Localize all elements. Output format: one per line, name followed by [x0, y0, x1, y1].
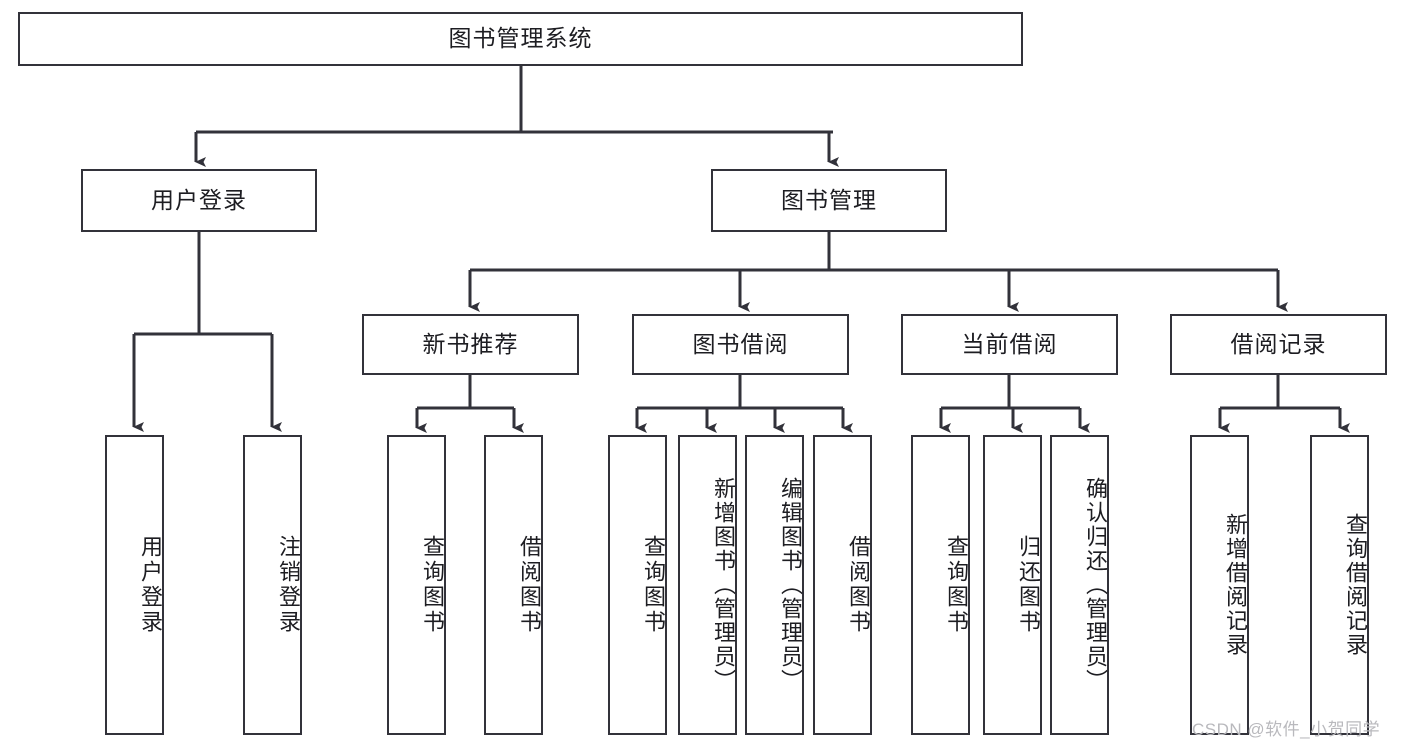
leaf-user-logout[interactable]: 注销登录	[243, 435, 302, 735]
node-user-login-label: 用户登录	[151, 186, 247, 213]
leaf-query-book-borrow-label: 查询图书	[641, 535, 666, 635]
node-book-borrow[interactable]: 图书借阅	[632, 314, 849, 375]
leaf-query-borrow-record-label: 查询借阅记录	[1343, 513, 1368, 657]
leaf-query-book-recommend[interactable]: 查询图书	[387, 435, 446, 735]
leaf-query-book-recommend-label: 查询图书	[420, 535, 445, 635]
leaf-edit-book-admin-label: 编辑图书（管理员）	[778, 477, 803, 693]
node-current-borrow[interactable]: 当前借阅	[901, 314, 1118, 375]
leaf-borrow-book-recommend-label: 借阅图书	[517, 535, 542, 635]
leaf-return-book[interactable]: 归还图书	[983, 435, 1042, 735]
node-new-book-recommend[interactable]: 新书推荐	[362, 314, 579, 375]
leaf-borrow-book[interactable]: 借阅图书	[813, 435, 872, 735]
leaf-user-logout-label: 注销登录	[276, 535, 301, 635]
leaf-confirm-return-admin-label: 确认归还（管理员）	[1083, 477, 1108, 693]
node-root-label: 图书管理系统	[448, 25, 593, 52]
leaf-add-borrow-record[interactable]: 新增借阅记录	[1190, 435, 1249, 735]
node-borrow-record[interactable]: 借阅记录	[1170, 314, 1387, 375]
node-current-borrow-label: 当前借阅	[961, 330, 1058, 357]
leaf-query-book-current-label: 查询图书	[944, 535, 969, 635]
leaf-borrow-book-recommend[interactable]: 借阅图书	[484, 435, 543, 735]
node-root[interactable]: 图书管理系统	[18, 12, 1023, 66]
node-book-management[interactable]: 图书管理	[711, 169, 947, 232]
leaf-user-login[interactable]: 用户登录	[105, 435, 164, 735]
node-new-book-recommend-label: 新书推荐	[422, 330, 519, 357]
node-borrow-record-label: 借阅记录	[1230, 330, 1327, 357]
node-book-borrow-label: 图书借阅	[692, 330, 789, 357]
leaf-query-book-current[interactable]: 查询图书	[911, 435, 970, 735]
leaf-query-borrow-record[interactable]: 查询借阅记录	[1310, 435, 1369, 735]
leaf-borrow-book-label: 借阅图书	[846, 535, 871, 635]
leaf-user-login-label: 用户登录	[138, 535, 163, 635]
leaf-add-book-admin[interactable]: 新增图书（管理员）	[678, 435, 737, 735]
node-book-management-label: 图书管理	[781, 186, 877, 213]
leaf-add-book-admin-label: 新增图书（管理员）	[711, 477, 736, 693]
watermark: CSDN @软件_小贺同学	[1192, 720, 1381, 739]
leaf-confirm-return-admin[interactable]: 确认归还（管理员）	[1050, 435, 1109, 735]
leaf-edit-book-admin[interactable]: 编辑图书（管理员）	[745, 435, 804, 735]
leaf-query-book-borrow[interactable]: 查询图书	[608, 435, 667, 735]
leaf-return-book-label: 归还图书	[1016, 535, 1041, 635]
leaf-add-borrow-record-label: 新增借阅记录	[1223, 513, 1248, 657]
node-user-login[interactable]: 用户登录	[81, 169, 317, 232]
